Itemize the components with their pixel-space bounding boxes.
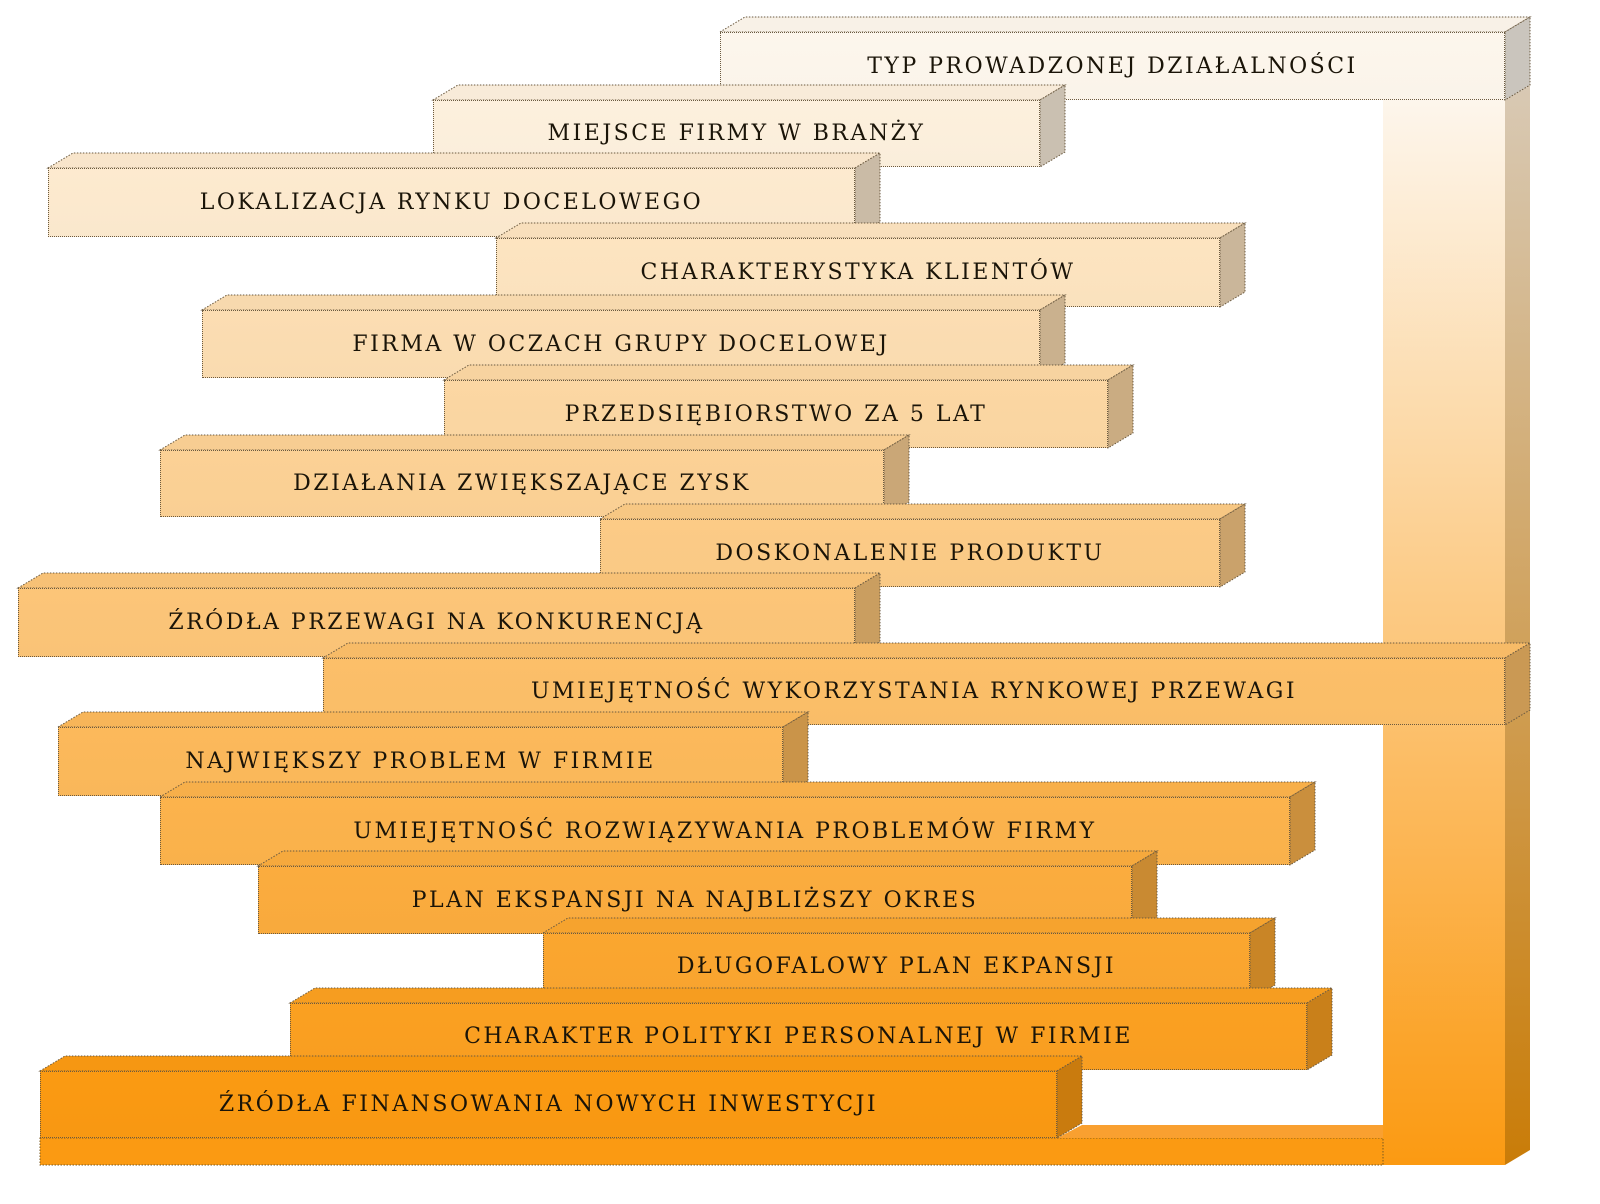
step-box-side — [854, 152, 881, 238]
bottom-bar — [39, 1137, 1384, 1166]
step-box-side — [1039, 294, 1066, 379]
step-box-side — [782, 711, 809, 797]
step-label: DŁUGOFALOWY PLAN EKPANSJI — [676, 954, 1117, 979]
step-label: UMIEJĘTNOŚĆ ROZWIĄZYWANIA PROBLEMÓW FIRM… — [353, 818, 1097, 844]
step-label: DZIAŁANIA ZWIĘKSZAJĄCE ZYSK — [293, 471, 751, 496]
step-box-top — [321, 642, 1532, 659]
step-box-side — [1504, 16, 1531, 101]
step-label: DOSKONALENIE PRODUKTU — [715, 540, 1105, 566]
pillar-front — [1383, 100, 1505, 1165]
step-box-top — [38, 1055, 1084, 1072]
bottom-bar-top — [1057, 1125, 1383, 1138]
step-box-side — [1107, 364, 1134, 449]
step-box-side — [1219, 222, 1246, 308]
pillar-side — [1505, 85, 1530, 1165]
step-label: CHARAKTER POLITYKI PERSONALNEJ W FIRMIE — [464, 1024, 1133, 1049]
step-box-side — [883, 434, 910, 518]
step-box-side — [1249, 917, 1276, 1001]
step-box-front: ŹRÓDŁA FINANSOWANIA NOWYCH INWESTYCJI — [40, 1071, 1057, 1138]
step-box-side — [854, 572, 881, 658]
step-label: ŹRÓDŁA PRZEWAGI NA KONKURENCJĄ — [168, 610, 705, 635]
step-label: FIRMA W OCZACH GRUPY DOCELOWEJ — [352, 331, 890, 357]
step-box-side — [1289, 781, 1316, 866]
step-box-side — [1504, 642, 1531, 726]
step-label: ŹRÓDŁA FINANSOWANIA NOWYCH INWESTYCJI — [218, 1092, 879, 1117]
step-label: NAJWIĘKSZY PROBLEM W FIRMIE — [185, 749, 656, 774]
step-box-side — [1039, 84, 1066, 168]
step-label: MIEJSCE FIRMY W BRANŻY — [547, 121, 926, 146]
step-label: PRZEDSIĘBIORSTWO ZA 5 LAT — [564, 401, 988, 427]
step-box-side — [1219, 503, 1246, 588]
step-label: PLAN EKSPANSJI NA NAJBLIŻSZY OKRES — [411, 887, 979, 913]
step-label: UMIEJĘTNOŚĆ WYKORZYSTANIA RYNKOWEJ PRZEW… — [530, 679, 1298, 704]
step-box-side — [1056, 1055, 1083, 1139]
step-box-side — [1306, 987, 1333, 1071]
step-label: LOKALIZACJA RYNKU DOCELOWEGO — [199, 190, 704, 215]
step-label: TYP PROWADZONEJ DZIAŁALNOŚCI — [867, 53, 1358, 79]
step-label: CHARAKTERYSTYKA KLIENTÓW — [640, 260, 1076, 285]
